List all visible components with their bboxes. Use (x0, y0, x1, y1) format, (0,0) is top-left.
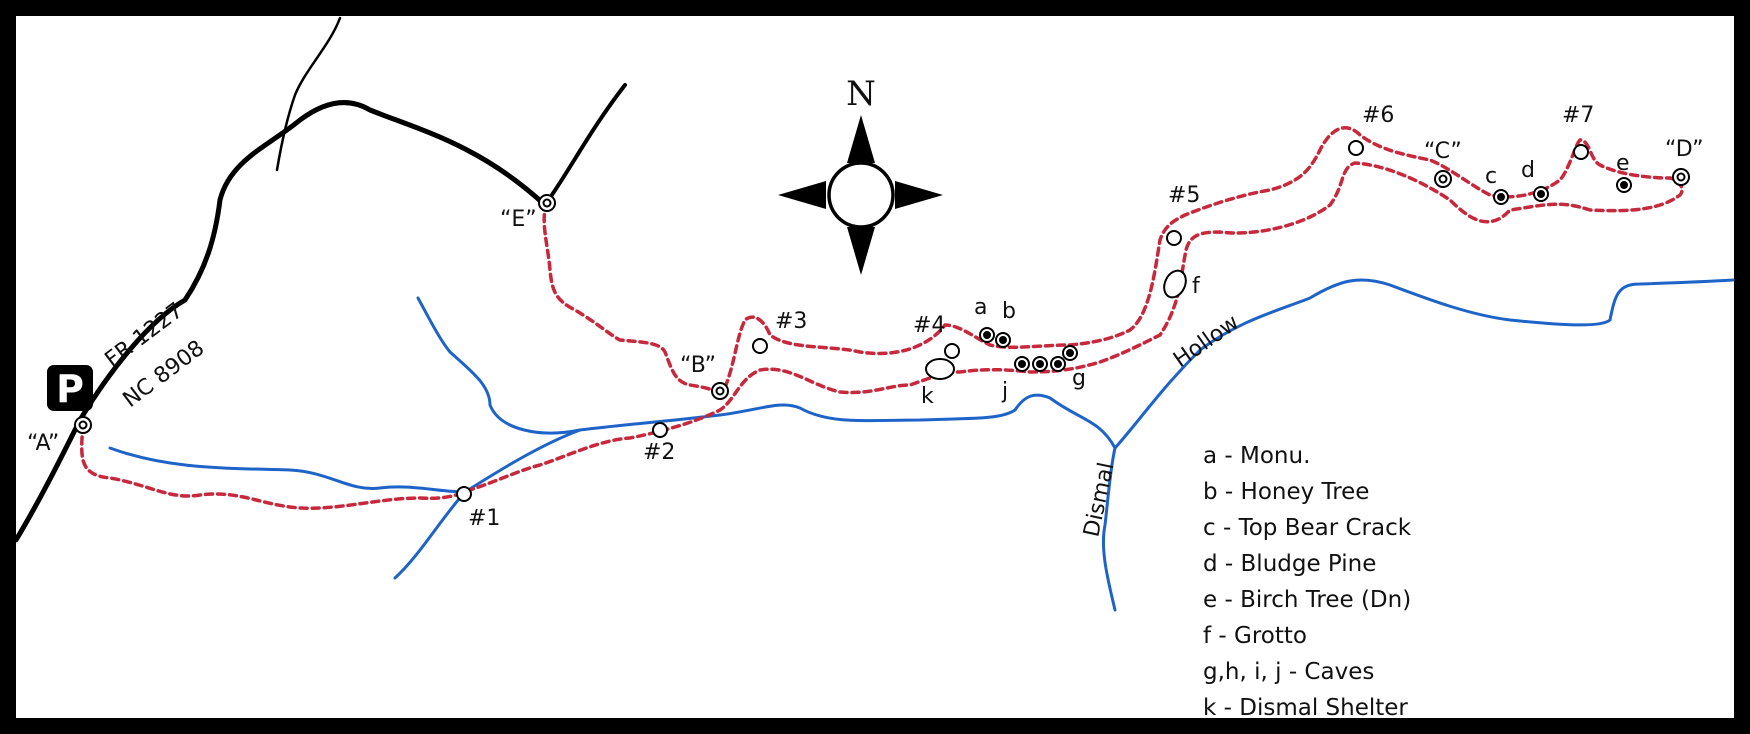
cave-marker-4 (1062, 345, 1078, 361)
legend-item: b - Honey Tree (1203, 479, 1369, 505)
cave-marker-1 (1014, 356, 1030, 372)
point-marker-6 (1348, 140, 1364, 156)
compass-center (827, 161, 895, 229)
point-marker-3 (752, 338, 768, 354)
label-E: “E” (500, 207, 537, 232)
label-2: #2 (643, 440, 675, 465)
legend-item: f - Grotto (1203, 623, 1307, 649)
trails (79, 126, 1684, 510)
label-e: e (1616, 151, 1630, 176)
legend-item: k - Dismal Shelter (1203, 695, 1408, 721)
label-D: “D” (1665, 137, 1703, 162)
point-marker-e (538, 194, 556, 212)
legend-item: d - Bludge Pine (1203, 551, 1376, 577)
label-7: #7 (1562, 103, 1594, 128)
grotto-marker (1163, 269, 1187, 299)
feature-marker-a (979, 327, 995, 343)
label-A: “A” (27, 431, 59, 456)
point-marker-a (74, 416, 92, 434)
label-b: b (1002, 299, 1016, 324)
point-marker-b (711, 382, 729, 400)
side-road-ne (543, 83, 627, 207)
legend: a - Monu. b - Honey Tree c - Top Bear Cr… (1203, 443, 1412, 721)
shelter-marker (925, 358, 955, 380)
label-4: #4 (913, 313, 945, 338)
point-marker-c (1434, 170, 1452, 188)
legend-item: g,h, i, j - Caves (1203, 659, 1374, 685)
label-3: #3 (775, 309, 807, 334)
point-marker-2 (652, 422, 668, 438)
label-j: j (1001, 379, 1008, 404)
legend-item: a - Monu. (1203, 443, 1310, 469)
south-tributary (393, 490, 467, 580)
feature-marker-c (1493, 189, 1509, 205)
point-marker-7 (1573, 144, 1589, 160)
cave-marker-3 (1050, 356, 1066, 372)
compass-north-label: N (846, 74, 876, 114)
point-marker-d (1672, 168, 1690, 186)
parking-label: P (56, 367, 84, 411)
compass-point-east (895, 181, 943, 209)
label-1: #1 (468, 506, 500, 531)
feature-marker-b (995, 332, 1011, 348)
label-c: c (1485, 164, 1497, 189)
label-C: “C” (1424, 139, 1462, 164)
feature-marker-d (1533, 186, 1549, 202)
compass-point-west (778, 181, 826, 209)
west-tributary (416, 296, 582, 435)
label-g: g (1072, 366, 1086, 391)
feature-marker-e (1616, 177, 1632, 193)
main-stream (108, 278, 1735, 494)
streams (108, 278, 1735, 612)
label-B: “B” (680, 353, 716, 378)
parking-box (47, 365, 93, 411)
point-marker-1 (456, 486, 472, 502)
compass-point-south (847, 227, 875, 275)
legend-item: e - Birch Tree (Dn) (1203, 587, 1411, 613)
label-k: k (921, 384, 934, 409)
compass-rose: N (778, 74, 943, 275)
label-d: d (1521, 158, 1535, 183)
trail-main (79, 161, 1684, 510)
label-a: a (974, 295, 987, 320)
parking-sign: P (47, 365, 93, 411)
compass-point-north (847, 115, 875, 163)
markers (74, 140, 1690, 502)
label-6: #6 (1362, 103, 1394, 128)
label-5: #5 (1168, 183, 1200, 208)
point-marker-5 (1166, 230, 1182, 246)
map-background (16, 16, 1734, 718)
legend-item: c - Top Bear Crack (1203, 515, 1412, 541)
point-marker-4 (944, 343, 960, 359)
trail-e-to-b (542, 201, 722, 394)
dismal-tributary (1101, 446, 1117, 612)
label-f: f (1192, 274, 1201, 299)
side-road-north (275, 16, 342, 172)
trail-upper (718, 126, 1672, 400)
cave-marker-2 (1032, 356, 1048, 372)
point-labels: “A” “B” “C” “D” “E” #1 #2 #3 #4 #5 #6 #7… (27, 103, 1703, 531)
